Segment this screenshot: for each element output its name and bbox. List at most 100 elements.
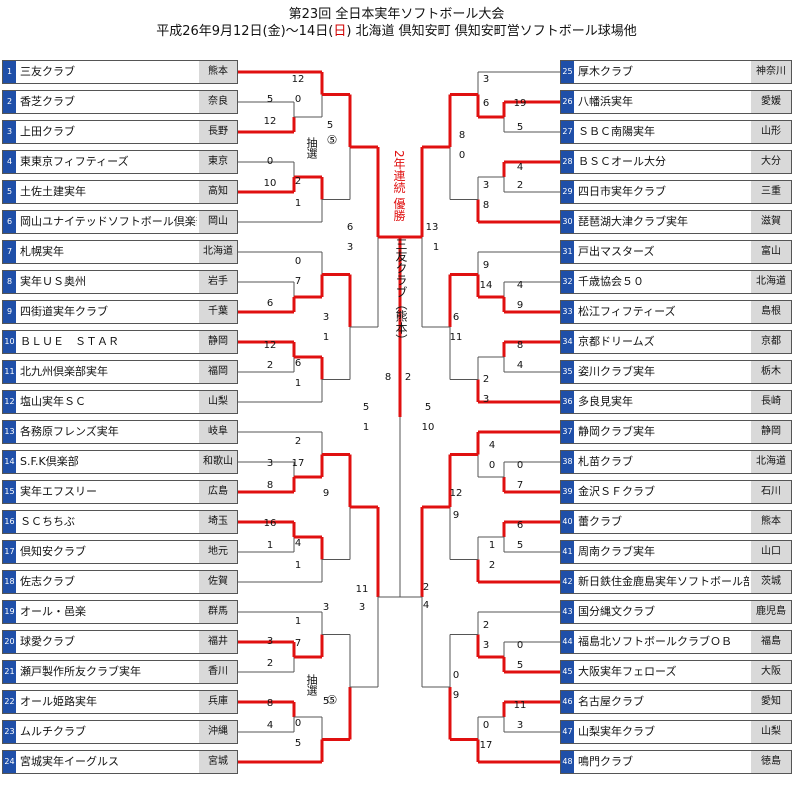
team-name: オール・邑楽: [20, 605, 86, 618]
match-score: 0: [294, 256, 302, 267]
team-name: 北九州倶楽部実年: [20, 365, 108, 378]
lottery-mark-bottom: ⑤: [326, 693, 338, 707]
team-name: 球愛クラブ: [20, 635, 75, 648]
team-prefecture: 富山: [751, 241, 791, 263]
team-name: 札苗クラブ: [578, 455, 633, 468]
team-number: 33: [561, 301, 574, 323]
team-prefecture: 徳島: [751, 751, 791, 773]
team-entry-38: 38 札苗クラブ 北海道: [560, 450, 792, 474]
team-name: S.F.K倶楽部: [20, 455, 79, 468]
team-prefecture: 熊本: [751, 511, 791, 533]
team-name: 大阪実年フェローズ: [578, 665, 677, 678]
team-number: 8: [3, 271, 16, 293]
match-score: 10: [263, 178, 277, 189]
team-number: 35: [561, 361, 574, 383]
team-number: 20: [3, 631, 16, 653]
team-name: 土佐土建実年: [20, 185, 86, 198]
team-number: 45: [561, 661, 574, 683]
tournament-dates-venue: 平成26年9月12日(金)〜14日(日) 北海道 倶知安町 倶知安町営ソフトボー…: [0, 24, 793, 40]
dates-venue: ) 北海道 倶知安町 倶知安町営ソフトボール球場他: [346, 24, 637, 39]
team-name: ＳＢＣ南陽実年: [578, 125, 655, 138]
team-number: 6: [3, 211, 16, 233]
team-name: 金沢ＳＦクラブ: [578, 485, 655, 498]
team-number: 4: [3, 151, 16, 173]
match-score: 6: [346, 222, 354, 233]
team-prefecture: 兵庫: [199, 691, 237, 713]
team-number: 29: [561, 181, 574, 203]
team-name: 瀬戸製作所友クラブ実年: [20, 665, 141, 678]
team-prefecture: 群馬: [199, 601, 237, 623]
team-prefecture: 北海道: [751, 451, 791, 473]
match-score: 1: [294, 378, 302, 389]
team-name: 国分縄文クラブ: [578, 605, 655, 618]
team-name: ＢＬＵＥ ＳＴＡＲ: [20, 335, 119, 348]
match-score: 3: [482, 74, 490, 85]
match-score: 1: [266, 540, 274, 551]
team-prefecture: 島根: [751, 301, 791, 323]
team-name: 周南クラブ実年: [578, 545, 655, 558]
team-name: 松江フィフティーズ: [578, 305, 676, 318]
team-number: 13: [3, 421, 16, 443]
match-score: 5: [266, 94, 274, 105]
team-number: 7: [3, 241, 16, 263]
team-name: 京都ドリームズ: [578, 335, 655, 348]
team-prefecture: 栃木: [751, 361, 791, 383]
team-name: ムルチクラブ: [20, 725, 86, 738]
match-score: 17: [479, 740, 493, 751]
team-prefecture: 奈良: [199, 91, 237, 113]
team-number: 22: [3, 691, 16, 713]
team-name: 福島北ソフトボールクラブＯＢ: [578, 635, 732, 648]
team-prefecture: 茨城: [751, 571, 791, 593]
match-score: 19: [513, 98, 527, 109]
match-score: 4: [294, 538, 302, 549]
team-number: 11: [3, 361, 16, 383]
lottery-note-bottom: 抽選: [305, 674, 318, 696]
team-entry-21: 21 瀬戸製作所友クラブ実年 香川: [2, 660, 238, 684]
team-prefecture: 山梨: [199, 391, 237, 413]
team-prefecture: 福井: [199, 631, 237, 653]
team-name: 各務原フレンズ実年: [20, 425, 119, 438]
team-prefecture: 香川: [199, 661, 237, 683]
team-name: 東東京フィフティーズ: [20, 155, 129, 168]
team-prefecture: 岡山: [199, 211, 237, 233]
match-score: 7: [516, 480, 524, 491]
match-score: 5: [516, 660, 524, 671]
team-number: 17: [3, 541, 16, 563]
team-prefecture: 石川: [751, 481, 791, 503]
match-score: 2: [266, 360, 274, 371]
team-number: 39: [561, 481, 574, 503]
match-score: 3: [266, 458, 274, 469]
team-number: 28: [561, 151, 574, 173]
team-name: 鳴門クラブ: [578, 755, 633, 768]
team-name: 名古屋クラブ: [578, 695, 644, 708]
team-prefecture: 高知: [199, 181, 237, 203]
match-score: 2: [482, 374, 490, 385]
team-number: 21: [3, 661, 16, 683]
team-number: 14: [3, 451, 16, 473]
team-prefecture: 岩手: [199, 271, 237, 293]
team-prefecture: 大阪: [751, 661, 791, 683]
match-score: 9: [482, 260, 490, 271]
team-name: 上田クラブ: [20, 125, 75, 138]
match-score: 17: [291, 458, 305, 469]
team-name: 宮城実年イーグルス: [20, 755, 119, 768]
match-score: 3: [482, 640, 490, 651]
team-name: 戸出マスターズ: [578, 245, 655, 258]
match-score: 3: [516, 720, 524, 731]
team-prefecture: 埼玉: [199, 511, 237, 533]
match-score: 1: [294, 198, 302, 209]
match-score: 5: [362, 402, 370, 413]
team-number: 38: [561, 451, 574, 473]
match-score: 2: [404, 372, 412, 383]
